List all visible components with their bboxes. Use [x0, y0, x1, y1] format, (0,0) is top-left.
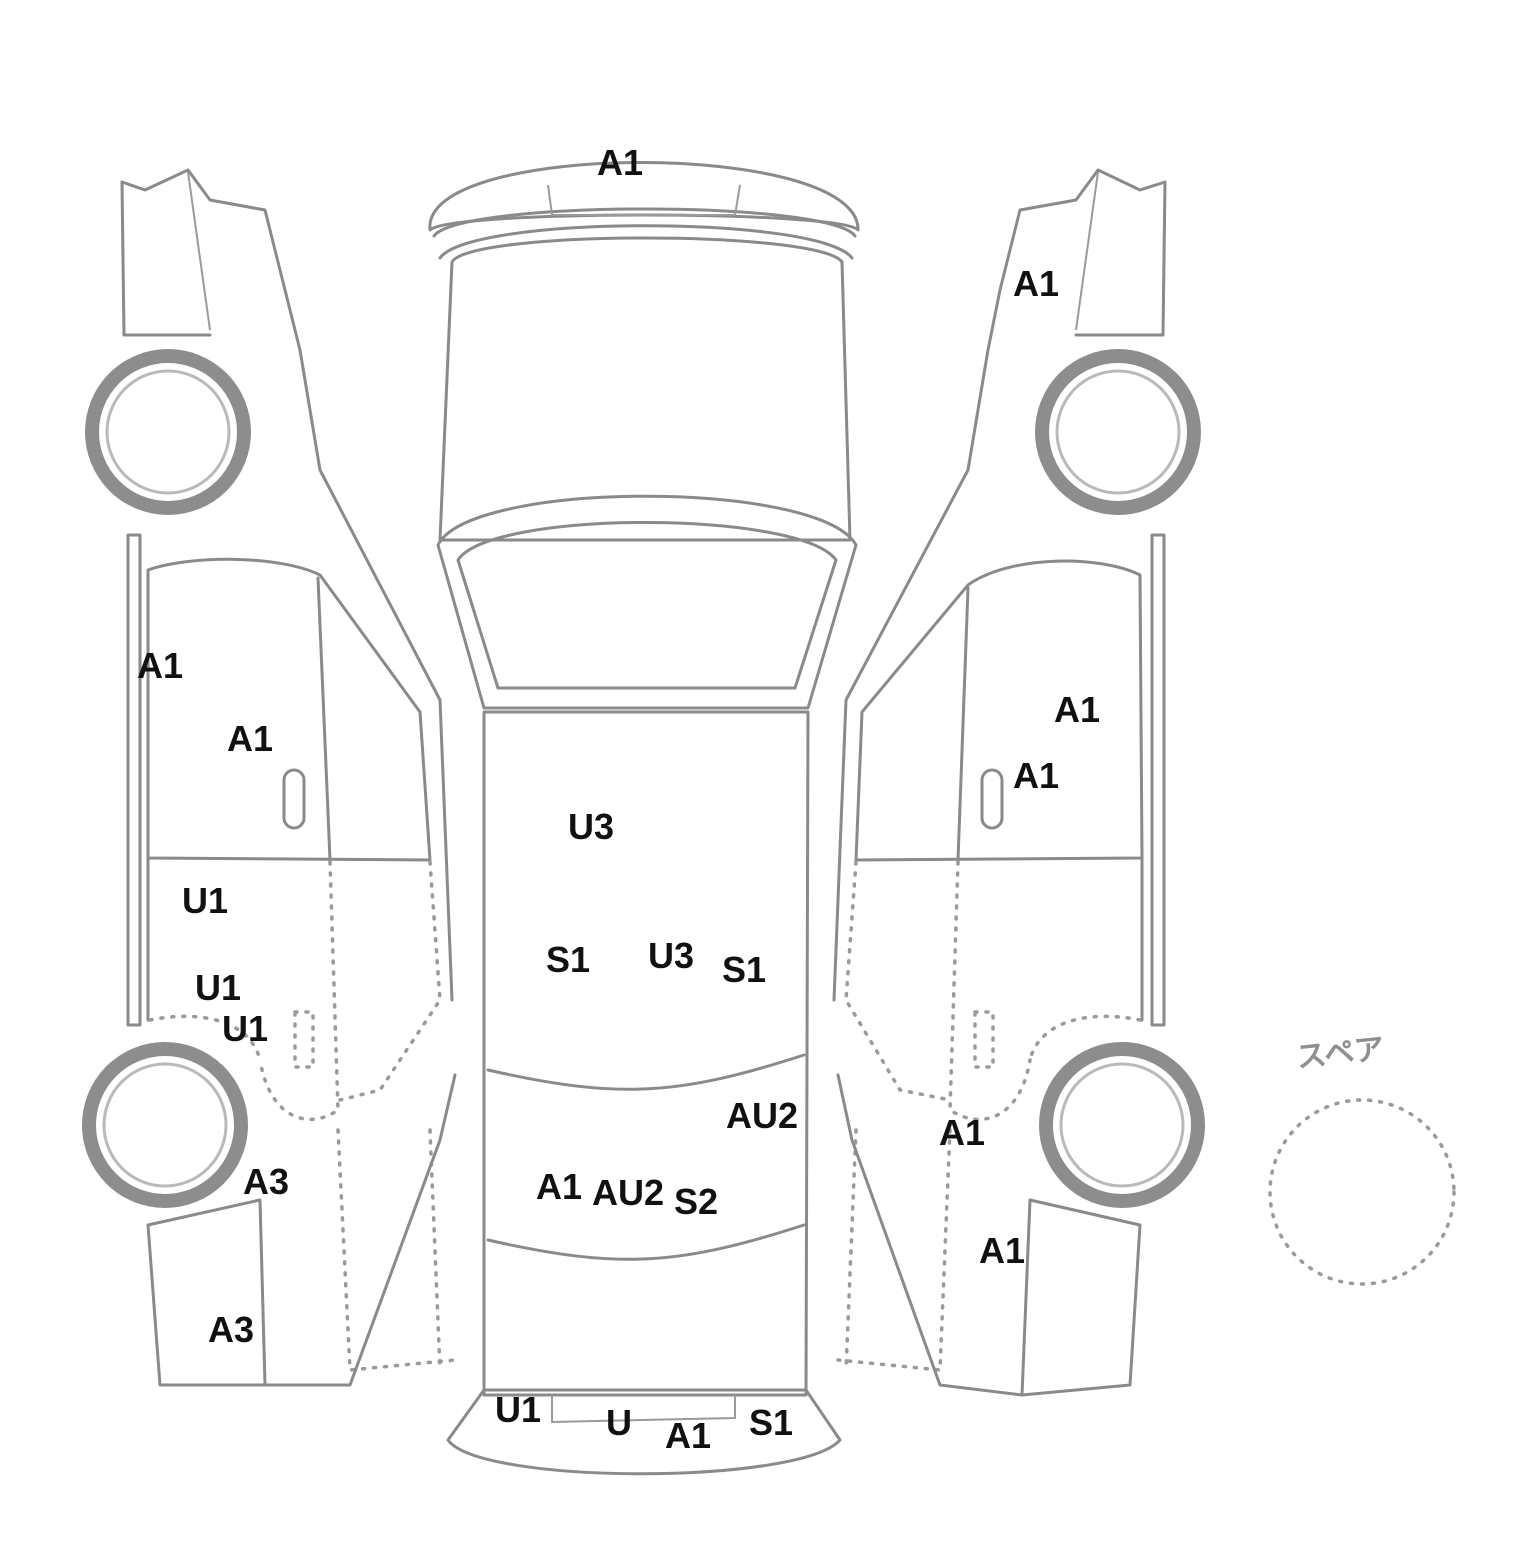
- left-side-view: [82, 168, 457, 1387]
- mark-front-bumper-center: U: [606, 1402, 632, 1443]
- left-doors-outline: [146, 557, 432, 862]
- rear-spoiler-outline: [428, 161, 860, 232]
- left-front-tire: [82, 1042, 248, 1208]
- mark-right-rear-door: A1: [1012, 755, 1060, 796]
- front-bumper-outline: [446, 1388, 842, 1476]
- mark-left-front-door: U1: [181, 880, 229, 921]
- right-side-view: [832, 168, 1205, 1397]
- top-view: [428, 161, 860, 1476]
- right-rear-outline: [832, 168, 1167, 1002]
- mark-roof-right: S1: [721, 949, 767, 990]
- rear-window-outline: [436, 494, 858, 710]
- mark-roof-left: S1: [545, 939, 591, 980]
- mark-left-front-fender: A3: [242, 1161, 290, 1202]
- mark-front-bumper-center-right: A1: [664, 1415, 712, 1456]
- mark-hood-right: S2: [673, 1181, 719, 1222]
- mark-rear-spoiler: A1: [596, 142, 644, 183]
- mark-left-front-bumper: A3: [207, 1309, 255, 1350]
- windshield-line: [486, 1053, 806, 1091]
- hood-line: [486, 1223, 806, 1261]
- mark-right-rear-door-upper: A1: [1053, 689, 1101, 730]
- mark-hood-left: A1: [535, 1166, 583, 1207]
- right-front-tire: [1039, 1042, 1205, 1208]
- cabin-outline: [482, 710, 810, 1397]
- spare-tire: [1268, 1098, 1456, 1286]
- mark-right-front-door: A1: [938, 1112, 986, 1153]
- mark-front-bumper-left: U1: [494, 1389, 542, 1430]
- right-rear-tire: [1035, 349, 1201, 515]
- mark-front-bumper-right: S1: [748, 1402, 794, 1443]
- left-rear-tire: [85, 349, 251, 515]
- right-doors-outline: [854, 559, 1144, 862]
- mark-right-rear-quarter: A1: [1012, 263, 1060, 304]
- spare-label: スペア: [1294, 1031, 1386, 1076]
- mark-left-roof-rail: A1: [136, 645, 184, 686]
- mark-left-rear-door: A1: [226, 718, 274, 759]
- mark-windshield-right: AU2: [725, 1095, 799, 1136]
- mark-left-front-door-lower: U1: [194, 967, 242, 1008]
- mark-roof-center: U3: [647, 935, 695, 976]
- right-front-outline: [1020, 1198, 1142, 1397]
- mark-left-rocker: U1: [221, 1008, 269, 1049]
- mark-roof-front: U3: [567, 806, 615, 847]
- rear-body-outline: [438, 236, 852, 542]
- left-rear-outline: [120, 168, 454, 1002]
- mark-right-front-fender: A1: [978, 1230, 1026, 1271]
- left-front-outline: [146, 1198, 267, 1387]
- mark-hood-center: AU2: [591, 1172, 665, 1213]
